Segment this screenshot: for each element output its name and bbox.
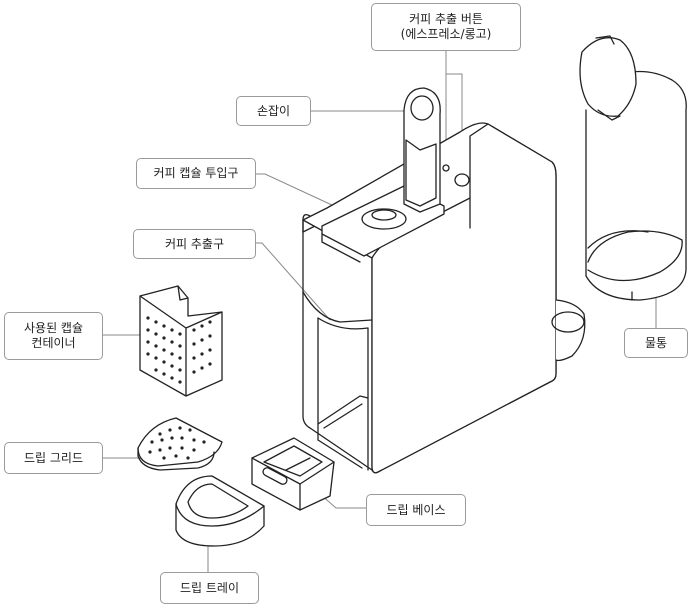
label-brew-button-line1: 커피 추출 버튼 bbox=[409, 12, 483, 26]
label-capsule-slot-text: 커피 캡슐 투입구 bbox=[153, 166, 239, 180]
label-coffee-outlet: 커피 추출구 bbox=[133, 229, 256, 259]
leader-capsule-slot bbox=[255, 173, 361, 219]
label-brew-button-line2: (에스프레소/롱고) bbox=[400, 27, 492, 41]
label-drip-tray: 드립 트레이 bbox=[160, 572, 259, 604]
water-tank bbox=[579, 35, 687, 301]
label-coffee-outlet-text: 커피 추출구 bbox=[164, 236, 224, 251]
label-handle: 손잡이 bbox=[236, 96, 311, 126]
label-used-capsule-container: 사용된 캡슐 컨테이너 bbox=[4, 312, 103, 360]
label-handle-text: 손잡이 bbox=[256, 103, 291, 118]
label-used-capsule-container-line2: 컨테이너 bbox=[31, 336, 76, 350]
drip-grid bbox=[137, 417, 223, 471]
label-drip-grid: 드립 그리드 bbox=[4, 442, 103, 474]
label-brew-button: 커피 추출 버튼 (에스프레소/롱고) bbox=[371, 3, 521, 51]
label-water-tank: 물통 bbox=[624, 328, 688, 358]
label-water-tank-text: 물통 bbox=[644, 335, 668, 350]
used-capsule-container bbox=[139, 285, 223, 397]
leader-coffee-outlet bbox=[255, 242, 331, 321]
label-capsule-slot: 커피 캡슐 투입구 bbox=[136, 158, 256, 189]
drip-grid-holes bbox=[148, 426, 206, 460]
capsule-container-holes bbox=[146, 316, 212, 384]
drip-tray bbox=[175, 475, 265, 547]
leader-brew-button bbox=[445, 50, 463, 172]
machine-body bbox=[302, 87, 586, 474]
label-drip-base-text: 드립 베이스 bbox=[386, 502, 446, 517]
label-used-capsule-container-line1: 사용된 캡슐 bbox=[23, 321, 83, 335]
label-drip-tray-text: 드립 트레이 bbox=[179, 580, 239, 595]
label-drip-base: 드립 베이스 bbox=[366, 494, 466, 526]
label-drip-grid-text: 드립 그리드 bbox=[23, 450, 83, 465]
drip-base bbox=[251, 437, 335, 511]
